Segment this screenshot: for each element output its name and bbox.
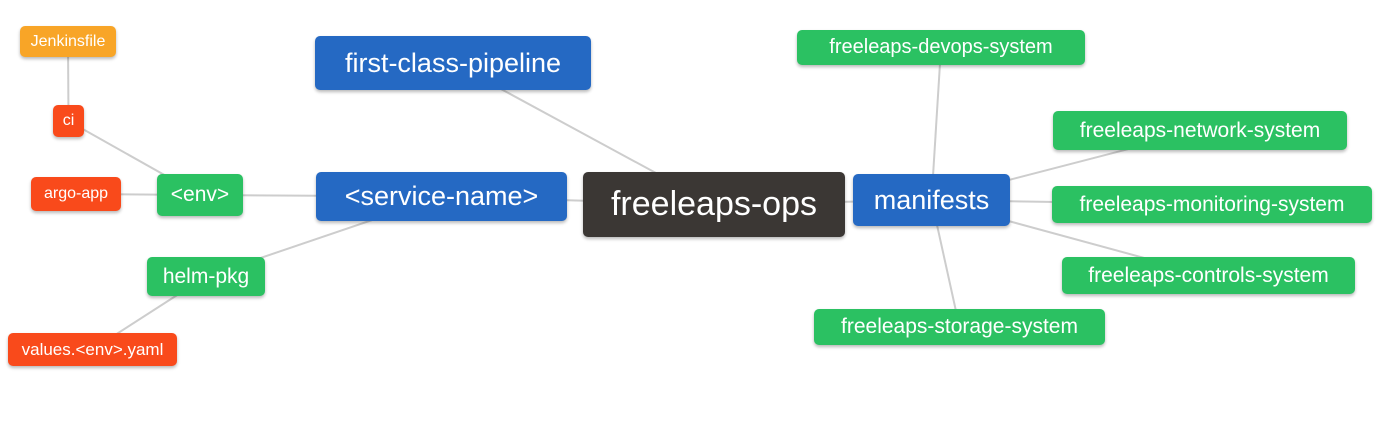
- node-freeleaps-controls-system[interactable]: freeleaps-controls-system: [1062, 257, 1355, 294]
- node-freeleaps-network-system[interactable]: freeleaps-network-system: [1053, 111, 1347, 150]
- node-manifests[interactable]: manifests: [853, 174, 1010, 226]
- node-argo-app[interactable]: argo-app: [31, 177, 121, 211]
- node-values-env-yaml[interactable]: values.<env>.yaml: [8, 333, 177, 366]
- node-env[interactable]: <env>: [157, 174, 243, 216]
- node-ci[interactable]: ci: [53, 105, 84, 137]
- node-freeleaps-ops[interactable]: freeleaps-ops: [583, 172, 845, 237]
- node-freeleaps-monitoring-system[interactable]: freeleaps-monitoring-system: [1052, 186, 1372, 223]
- node-freeleaps-storage-system[interactable]: freeleaps-storage-system: [814, 309, 1105, 345]
- node-service-name[interactable]: <service-name>: [316, 172, 567, 221]
- node-freeleaps-devops-system[interactable]: freeleaps-devops-system: [797, 30, 1085, 65]
- node-jenkinsfile[interactable]: Jenkinsfile: [20, 26, 116, 57]
- node-first-class-pipeline[interactable]: first-class-pipeline: [315, 36, 591, 90]
- node-helm-pkg[interactable]: helm-pkg: [147, 257, 265, 296]
